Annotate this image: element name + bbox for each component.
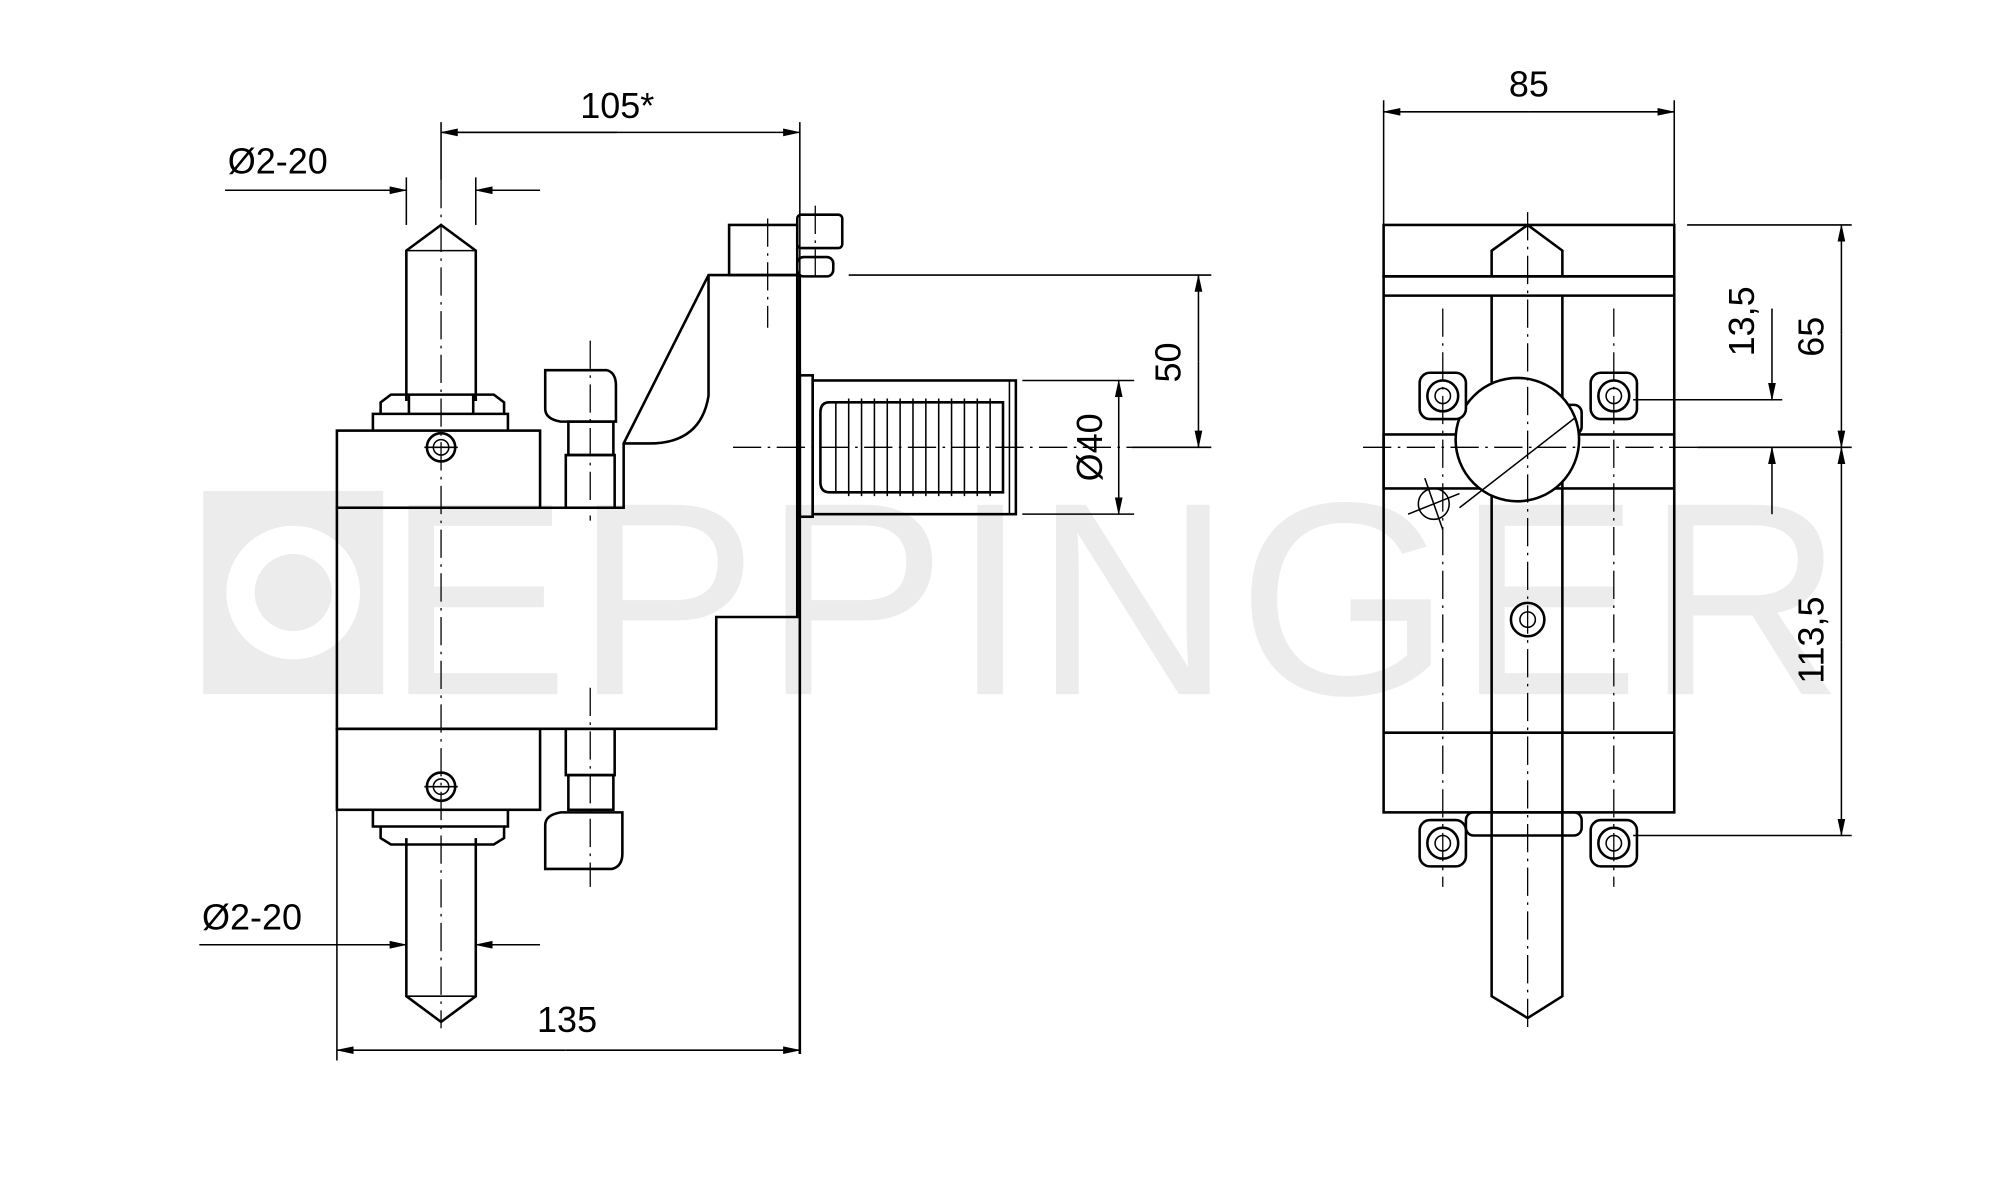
- dimension-135: 135: [335, 809, 802, 1061]
- dimension-105: 105*: [439, 85, 802, 276]
- eppinger-watermark: EPPINGER: [203, 446, 1849, 753]
- svg-text:105*: 105*: [580, 85, 654, 126]
- svg-text:135: 135: [537, 999, 597, 1040]
- svg-text:Ø2-20: Ø2-20: [202, 896, 302, 937]
- dimension-85: 85: [1382, 63, 1676, 225]
- dimension-65: 65: [1687, 223, 1852, 449]
- dimension-diameter-bottom: Ø2-20: [199, 896, 541, 949]
- top-plate: [1382, 223, 1676, 278]
- coolant-port-circle: [1454, 376, 1581, 503]
- svg-text:85: 85: [1509, 63, 1549, 104]
- watermark-text: EPPINGER: [386, 446, 1849, 753]
- svg-text:Ø40: Ø40: [1069, 413, 1110, 481]
- front-view: 85 65 13,5 113,5: [1363, 63, 1852, 1029]
- dimension-113-5: 113,5: [1633, 446, 1852, 837]
- side-view: 105* Ø2-20 Ø2-20 135 50 Ø40: [199, 85, 1212, 1061]
- dimension-diameter-40: Ø40: [1022, 379, 1135, 516]
- lower-block: [335, 727, 542, 812]
- dimension-50: 50: [848, 273, 1212, 449]
- dimension-13-5: 13,5: [1633, 286, 1783, 515]
- svg-text:Ø2-20: Ø2-20: [228, 141, 328, 182]
- upper-block: [335, 429, 542, 510]
- svg-text:13,5: 13,5: [1721, 286, 1762, 356]
- bolt-head: [795, 213, 844, 250]
- coolant-port-icon: [1407, 477, 1460, 530]
- dimension-diameter-top: Ø2-20: [225, 141, 541, 225]
- svg-text:113,5: 113,5: [1790, 596, 1831, 683]
- svg-text:65: 65: [1790, 317, 1831, 357]
- svg-text:50: 50: [1147, 342, 1188, 382]
- top-clamp: [727, 223, 799, 277]
